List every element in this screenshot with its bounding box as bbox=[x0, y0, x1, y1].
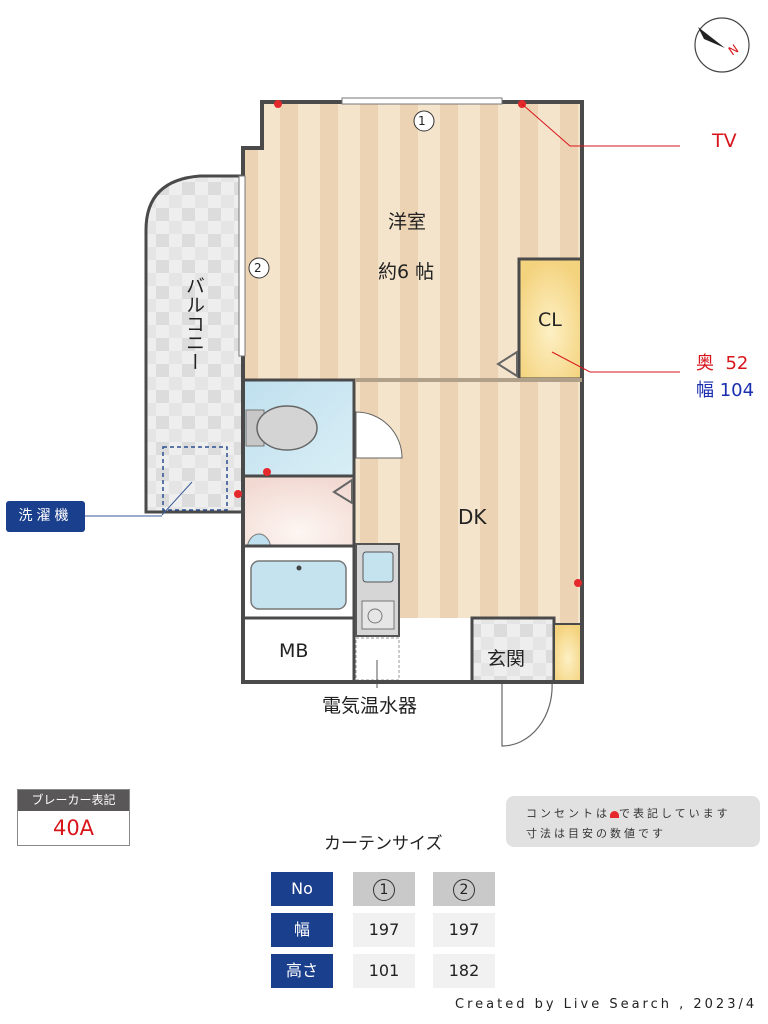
note-outlet-text: コンセントは bbox=[526, 807, 610, 820]
outlet-markers bbox=[234, 100, 582, 587]
outlet-icon bbox=[610, 810, 619, 818]
dk-label: DK bbox=[458, 505, 487, 529]
header-height: 高さ bbox=[271, 954, 333, 988]
window-1 bbox=[341, 97, 503, 105]
closet-depth-value: 52 bbox=[725, 353, 749, 374]
water-heater-label: 電気温水器 bbox=[322, 695, 418, 717]
window-2 bbox=[238, 175, 246, 357]
western-room-label: 洋室 bbox=[388, 211, 427, 233]
washroom bbox=[241, 474, 356, 548]
mb-label: MB bbox=[279, 640, 309, 662]
curtain-1-no: 1 bbox=[353, 872, 415, 906]
header-width: 幅 bbox=[271, 913, 333, 947]
wood-floor bbox=[243, 102, 582, 682]
entrance-area bbox=[470, 616, 556, 684]
header-no: No bbox=[271, 872, 333, 906]
breaker-box: ブレーカー表記 40A bbox=[17, 789, 130, 846]
closet-area bbox=[517, 257, 584, 381]
curtain-1-width: 197 bbox=[353, 913, 415, 947]
floor-plan bbox=[85, 17, 750, 747]
western-room-size: 約6 帖 bbox=[378, 261, 435, 283]
tv-label: TV bbox=[712, 130, 737, 152]
window-2-marker: 2 bbox=[254, 261, 262, 275]
breaker-value: 40A bbox=[52, 816, 95, 840]
curtain-2-no: 2 bbox=[433, 872, 495, 906]
washer-space bbox=[162, 446, 228, 511]
note-line-2: 寸法は目安の数値です bbox=[526, 827, 666, 840]
closet-width-value: 104 bbox=[719, 380, 755, 401]
curtain-2-height: 182 bbox=[433, 954, 495, 988]
breaker-title: ブレーカー表記 bbox=[18, 790, 129, 811]
closet-depth-label: 奥 bbox=[696, 353, 714, 374]
curtain-2-width: 197 bbox=[433, 913, 495, 947]
curtain-1-height: 101 bbox=[353, 954, 415, 988]
window-1-marker: 1 bbox=[418, 114, 426, 128]
washer-badge: 洗濯機 bbox=[6, 501, 85, 532]
toilet-room bbox=[241, 378, 356, 478]
closet-label: CL bbox=[538, 309, 562, 331]
entrance-label: 玄関 bbox=[487, 648, 526, 670]
closet-width: 幅 104 bbox=[696, 376, 754, 402]
closet-width-label: 幅 bbox=[696, 380, 714, 401]
notes-box: コンセントはで表記しています 寸法は目安の数値です bbox=[506, 796, 760, 847]
closet-depth: 奥 52 bbox=[696, 349, 748, 375]
curtain-size-title: カーテンサイズ bbox=[324, 834, 443, 854]
mb-room bbox=[241, 616, 356, 684]
credit-line: Created by Live Search , 2023/4 bbox=[455, 997, 758, 1012]
bathtub-icon bbox=[250, 560, 347, 610]
compass-icon bbox=[694, 17, 750, 73]
note-line-1: コンセントはで表記しています bbox=[526, 804, 760, 824]
note-outlet-text-2: で表記しています bbox=[619, 807, 731, 820]
balcony-label: バルコニー bbox=[183, 276, 205, 371]
toilet-icon bbox=[256, 405, 318, 451]
balcony-area bbox=[85, 174, 246, 517]
